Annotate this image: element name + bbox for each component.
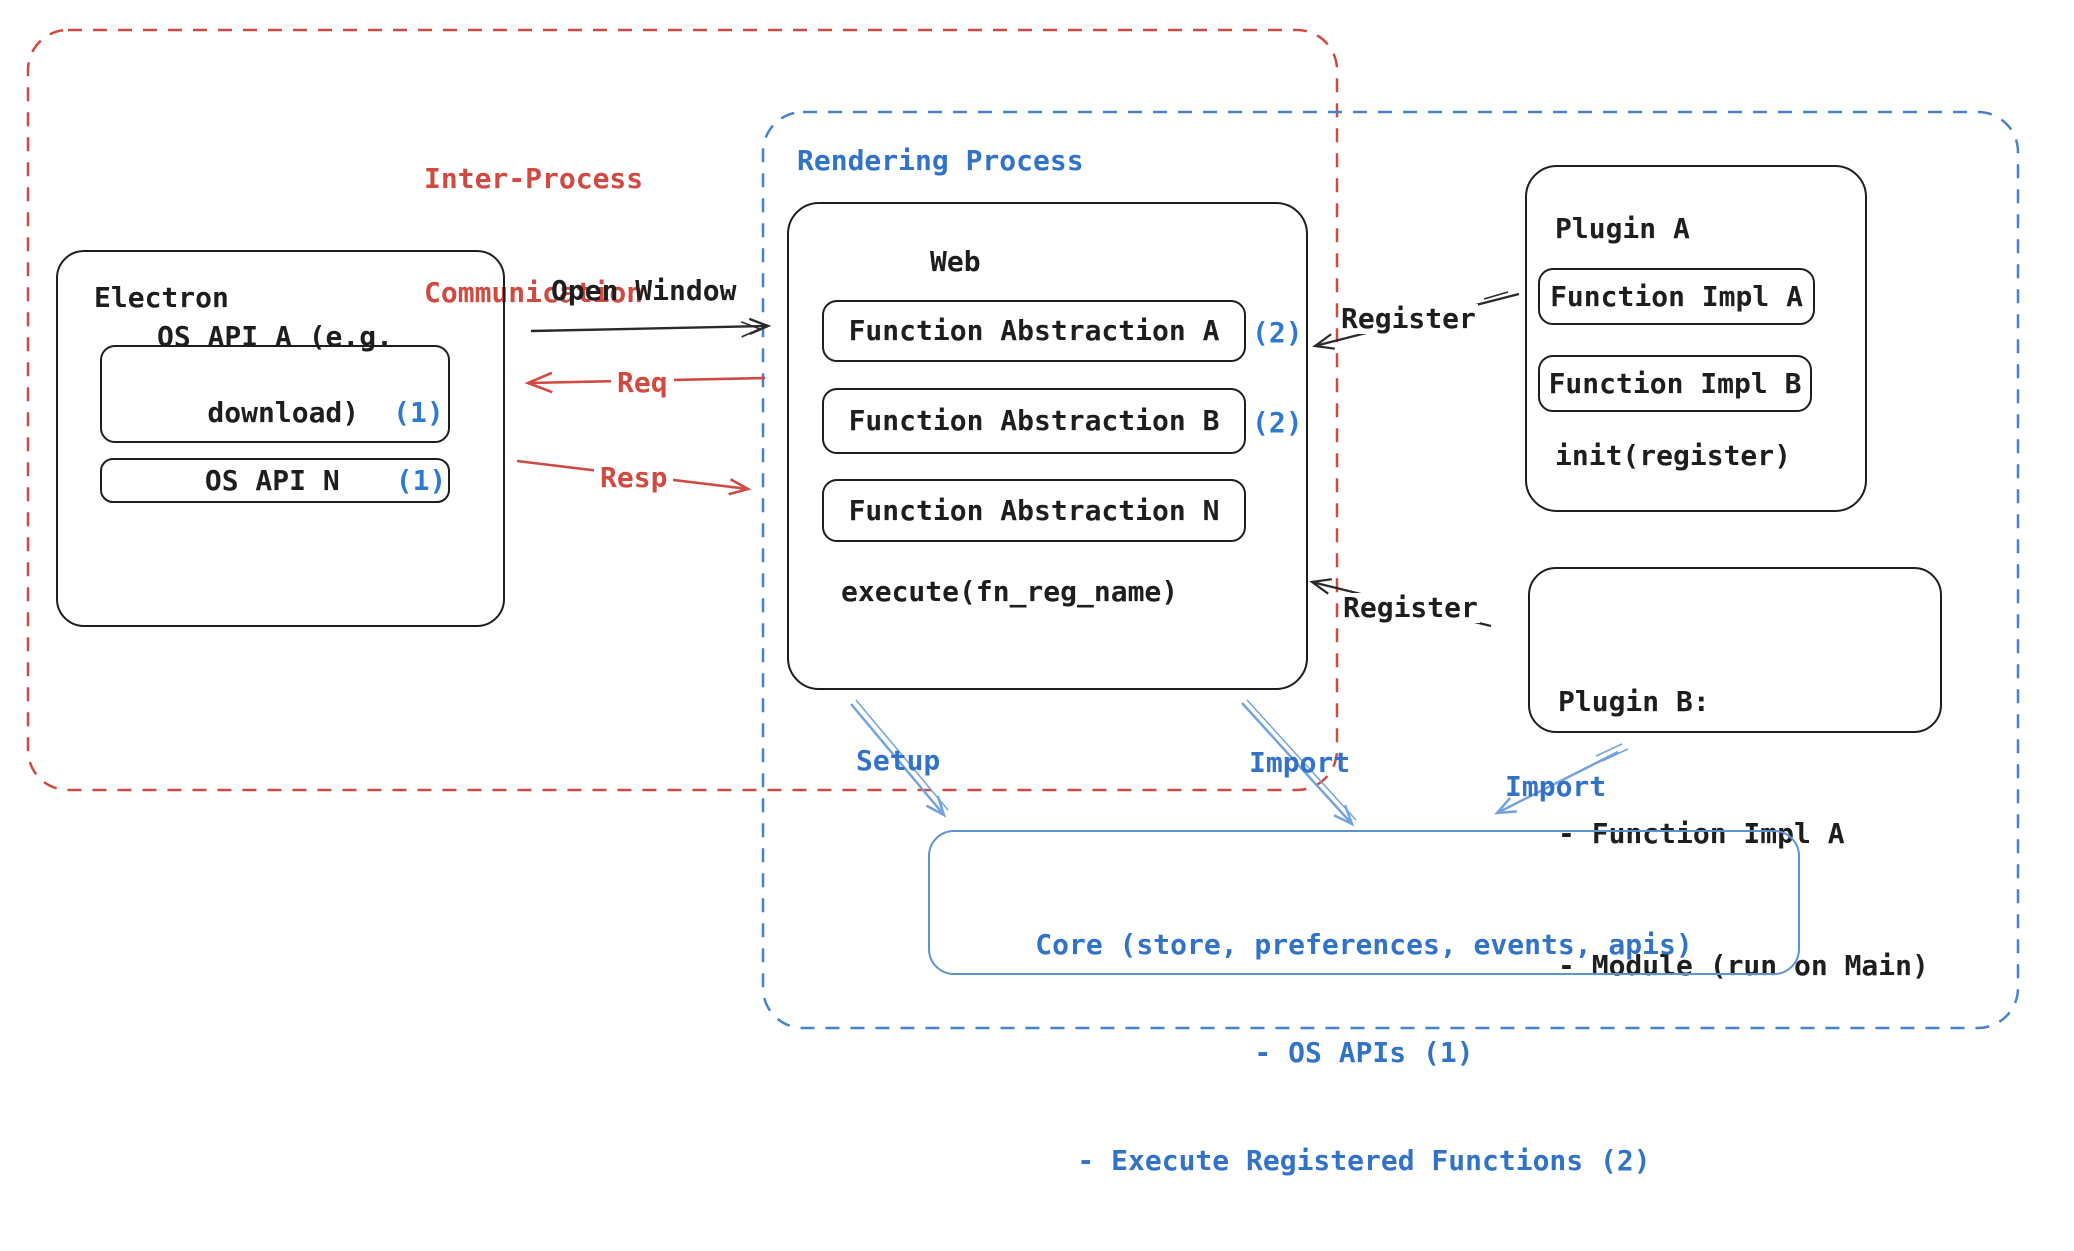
function-abstraction-b-box: Function Abstraction B	[822, 388, 1246, 454]
os-api-a-box: OS API A (e.g. download) (1)	[100, 320, 450, 443]
os-api-a-badge: (1)	[393, 396, 444, 429]
rendering-dashed-border	[761, 110, 2020, 1030]
function-abstraction-b-badge: (2)	[1252, 406, 1303, 439]
register-bottom-label: Register	[1341, 591, 1480, 624]
core-box	[928, 830, 1800, 975]
plugin-b-line2: - Function Impl A	[1558, 817, 1845, 850]
resp-label: Resp	[594, 463, 674, 493]
init-register-label: init(register)	[1555, 439, 1792, 472]
function-impl-b-label: Function Impl B	[1548, 366, 1802, 400]
import-plugin-b-label: Import	[1505, 770, 1607, 803]
register-top-label: Register	[1339, 302, 1478, 335]
web-title: Web	[930, 245, 981, 278]
core-line3: - Execute Registered Functions (2)	[1077, 1144, 1651, 1177]
os-api-n-box: OS API N (1)	[100, 458, 450, 503]
function-abstraction-n-box: Function Abstraction N	[822, 479, 1246, 542]
req-label: Req	[611, 368, 674, 398]
core-line1: Core (store, preferences, events, apis)	[1035, 928, 1693, 961]
os-api-n-badge: (1)	[395, 463, 447, 497]
function-abstraction-a-box: Function Abstraction A	[822, 300, 1246, 362]
execute-label: execute(fn_reg_name)	[841, 575, 1179, 608]
function-impl-a-label: Function Impl A	[1550, 279, 1803, 313]
ipc-label-line2: Communication	[424, 276, 644, 309]
os-api-a-line2-text: download)	[207, 396, 360, 429]
function-impl-b-box: Function Impl B	[1538, 355, 1812, 412]
rendering-region-label: Rendering Process	[797, 144, 1084, 177]
function-abstraction-a-label: Function Abstraction A	[848, 314, 1220, 347]
os-api-n-line: OS API N (1)	[104, 436, 447, 526]
function-impl-a-box: Function Impl A	[1538, 268, 1815, 325]
os-api-a-line1: OS API A (e.g.	[156, 320, 393, 353]
core-line2: - OS APIs (1)	[1254, 1036, 1474, 1069]
import-web-label: Import	[1249, 746, 1351, 779]
setup-label: Setup	[856, 744, 941, 777]
function-abstraction-b-label: Function Abstraction B	[848, 404, 1220, 437]
function-abstraction-a-badge: (2)	[1252, 316, 1303, 349]
plugin-b-box	[1528, 567, 1942, 733]
dashed-regions	[26, 28, 2020, 1030]
ipc-dashed-border	[26, 28, 1339, 792]
ipc-label-line1: Inter-Process	[424, 162, 644, 195]
plugin-a-box	[1525, 165, 1867, 512]
os-api-a-line2: download) (1)	[106, 356, 443, 470]
plugin-b-line1: Plugin B:	[1558, 685, 1710, 718]
open-window-label: Open Window	[551, 274, 737, 307]
electron-box	[56, 250, 505, 627]
function-abstraction-n-label: Function Abstraction N	[848, 493, 1220, 527]
web-box	[787, 202, 1308, 690]
plugin-a-title: Plugin A	[1555, 212, 1690, 245]
os-api-n-text: OS API N	[204, 463, 340, 497]
ipc-region-label: Inter-Process Communication	[424, 84, 643, 388]
electron-title: Electron	[94, 281, 229, 314]
diagram-canvas: { "colors": { "red": "#d04a42", "blue_te…	[26, 28, 2020, 1177]
plugin-b-text: Plugin B: - Function Impl A - Module (ru…	[1558, 592, 1929, 1076]
